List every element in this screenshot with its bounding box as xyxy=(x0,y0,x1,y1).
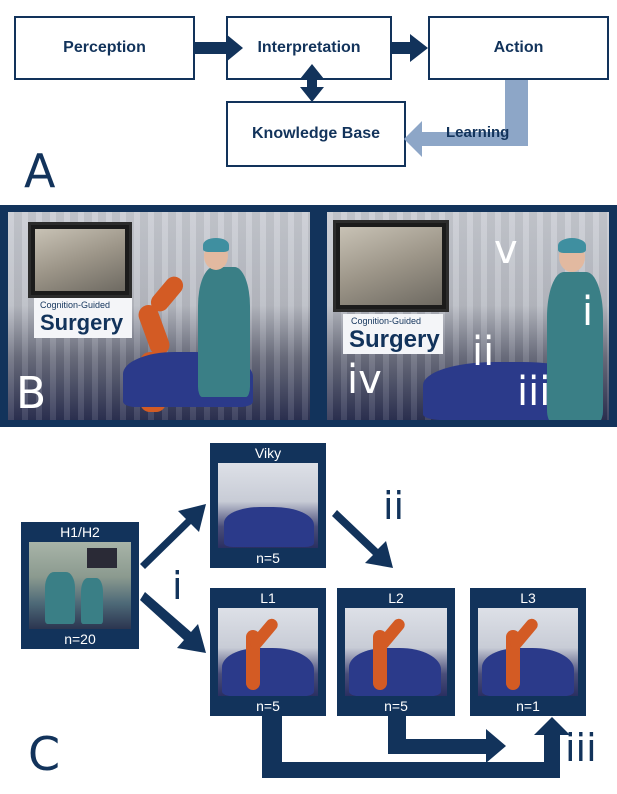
panel-b: Cognition-Guided Surgery B Cognition-Gui… xyxy=(0,205,617,427)
box-h1h2-title: H1/H2 xyxy=(60,524,100,540)
knowledge-base-label: Knowledge Base xyxy=(251,125,381,142)
box-l1: L1 n=5 xyxy=(210,588,326,716)
surgeon xyxy=(547,272,603,420)
label-v: v xyxy=(494,227,518,273)
thumb-viky xyxy=(218,463,318,548)
panel-c-letter: C xyxy=(28,727,61,781)
surgery-banner: Cognition-Guided Surgery xyxy=(34,298,132,338)
arrow-h1h2-to-l1 xyxy=(140,592,206,653)
monitor xyxy=(28,222,132,298)
box-viky-n: n=5 xyxy=(256,550,280,566)
thumb-l3 xyxy=(478,608,578,696)
learning-label: Learning xyxy=(446,124,510,141)
box-l3-n: n=1 xyxy=(516,698,540,714)
label-iv: iv xyxy=(347,357,382,403)
monitor xyxy=(333,220,449,312)
box-h1h2: H1/H2 n=20 xyxy=(21,522,139,649)
box-h1h2-n: n=20 xyxy=(64,631,96,647)
perception-box: Perception xyxy=(14,16,195,80)
label-i: i xyxy=(582,289,594,335)
photo-right: Cognition-Guided Surgery v i ii iv iii xyxy=(327,212,609,420)
box-viky: Viky n=5 xyxy=(210,443,326,568)
knowledge-base-box: Knowledge Base xyxy=(226,101,406,167)
box-l3: L3 n=1 xyxy=(470,588,586,716)
box-l2: L2 n=5 xyxy=(337,588,455,716)
interpretation-label: Interpretation xyxy=(257,39,361,56)
arrow-interpretation-to-action xyxy=(392,34,428,62)
panel-a-letter: A xyxy=(24,144,56,198)
thumb-h1h2 xyxy=(29,542,131,629)
action-label: Action xyxy=(493,39,544,56)
arrow-l1-to-l3 xyxy=(262,712,570,778)
arrow-l2-to-l3 xyxy=(388,712,506,763)
action-box: Action xyxy=(428,16,609,80)
arrow-interpretation-knowledge-double xyxy=(300,64,324,102)
thumb-l2 xyxy=(345,608,447,696)
panel-a: Perception Interpretation Action Knowled… xyxy=(0,0,617,205)
panel-c: H1/H2 n=20 Viky n=5 L1 n=5 L2 n= xyxy=(0,427,617,794)
surgery-banner: Cognition-Guided Surgery xyxy=(343,314,443,354)
box-viky-title: Viky xyxy=(254,445,282,461)
label-c-iii: iii xyxy=(565,726,597,770)
label-ii: ii xyxy=(472,329,495,375)
label-c-i: i xyxy=(172,564,183,608)
box-l3-title: L3 xyxy=(520,590,536,606)
box-l2-n: n=5 xyxy=(384,698,408,714)
arrow-h1h2-to-viky xyxy=(140,504,206,569)
thumb-l1 xyxy=(218,608,318,696)
panel-b-letter: B xyxy=(16,368,47,419)
label-iii: iii xyxy=(517,369,551,415)
box-l1-title: L1 xyxy=(260,590,276,606)
arrow-viky-to-l2 xyxy=(332,510,393,568)
learning-arrow xyxy=(404,80,528,157)
box-l2-title: L2 xyxy=(388,590,404,606)
panel-a-arrows xyxy=(195,34,528,157)
perception-label: Perception xyxy=(63,39,146,56)
photo-left: Cognition-Guided Surgery B xyxy=(8,212,310,420)
panel-c-arrows xyxy=(140,504,570,778)
label-c-ii: ii xyxy=(383,484,405,528)
arrow-perception-to-interpretation xyxy=(195,34,243,62)
box-l1-n: n=5 xyxy=(256,698,280,714)
surgeon xyxy=(198,267,250,397)
